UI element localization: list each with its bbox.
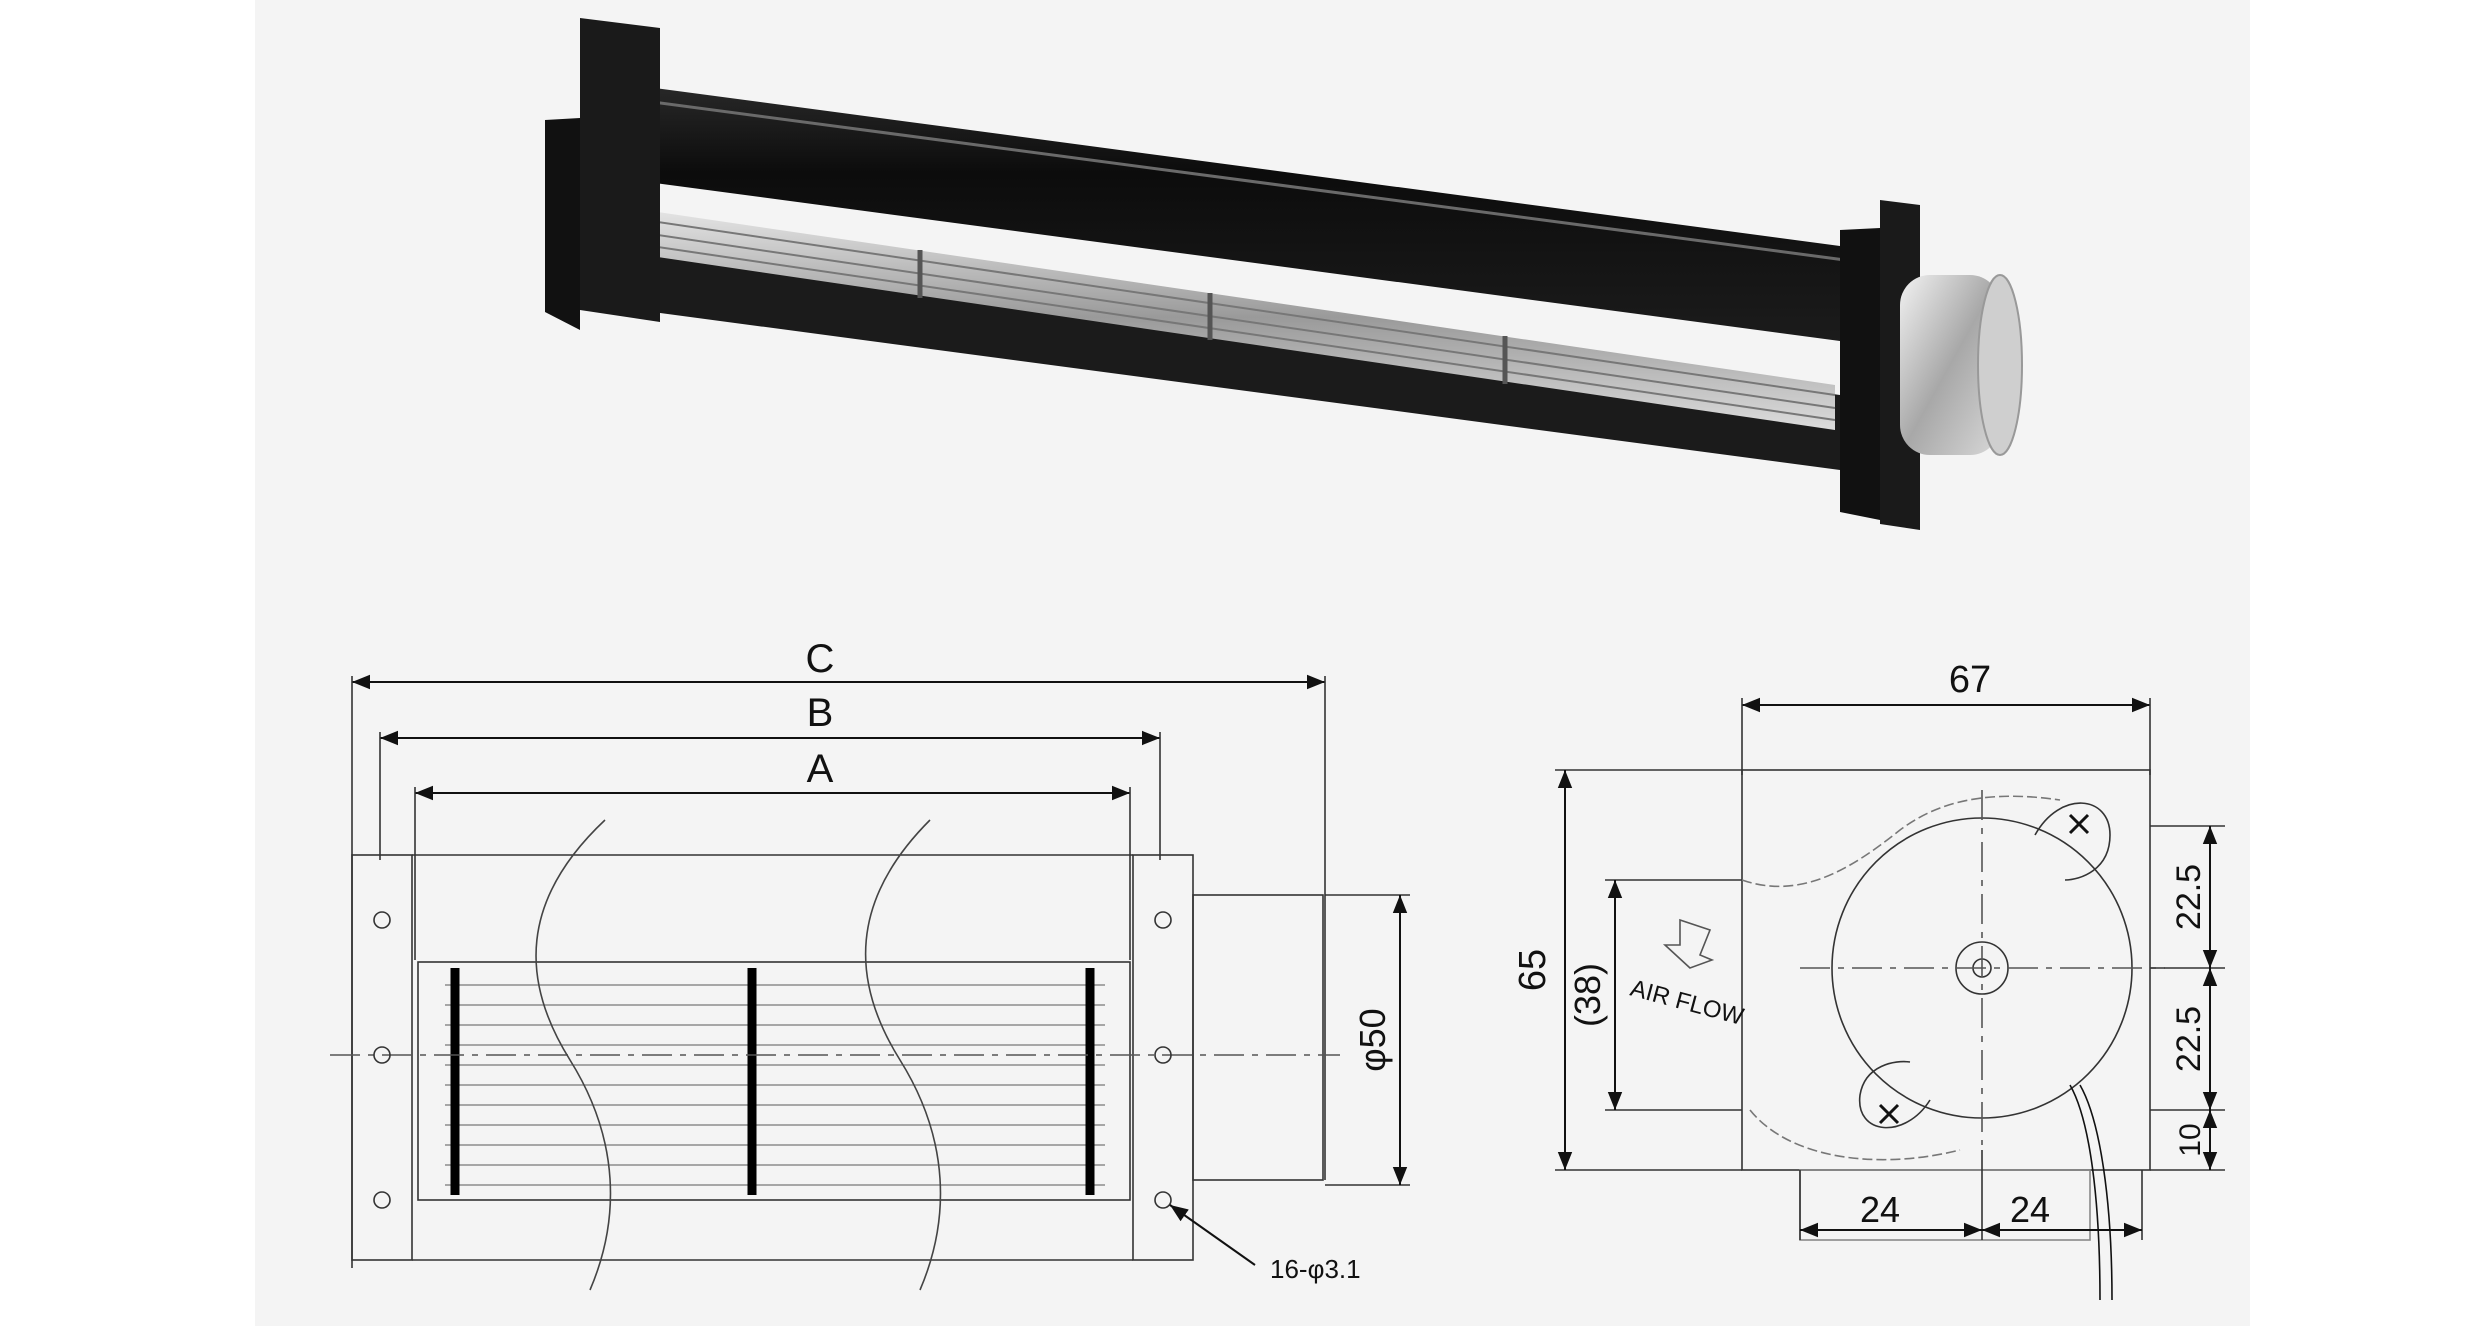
right-spacing-label: 24: [2010, 1189, 2050, 1230]
outlet-38-label: (38): [1567, 963, 1608, 1027]
front-impeller: [417, 961, 1131, 1201]
airflow-label: AIR FLOW: [1627, 975, 1746, 1031]
product-photo: [545, 18, 2023, 530]
mounting-holes: [373, 911, 1172, 1209]
front-right-plate: [1132, 854, 1194, 1261]
front-view: [330, 674, 1410, 1291]
left-spacing-label: 24: [1860, 1189, 1900, 1230]
side-frame: [1741, 769, 2151, 1171]
front-motor: [1192, 894, 1324, 1181]
front-left-plate: [351, 854, 413, 1261]
left-end-plate: [580, 18, 660, 322]
diameter-label: φ50: [1352, 1008, 1393, 1071]
width-67-label: 67: [1949, 659, 1991, 701]
dim-c-label: C: [806, 637, 835, 681]
holes-label: 16-φ3.1: [1270, 1254, 1361, 1284]
dim-b-label: B: [807, 691, 834, 735]
bottom-gap-label: 10: [2174, 1123, 2207, 1156]
height-65-label: 65: [1512, 949, 1554, 991]
dim-a-label: A: [807, 747, 834, 791]
lower-offset-label: 22.5: [2170, 1006, 2208, 1072]
upper-offset-label: 22.5: [2170, 864, 2208, 930]
airflow-arrow: [1662, 918, 1715, 969]
fan-housing: [595, 80, 1870, 345]
side-view: [1555, 697, 2225, 1301]
motor-can: [1900, 274, 2023, 456]
